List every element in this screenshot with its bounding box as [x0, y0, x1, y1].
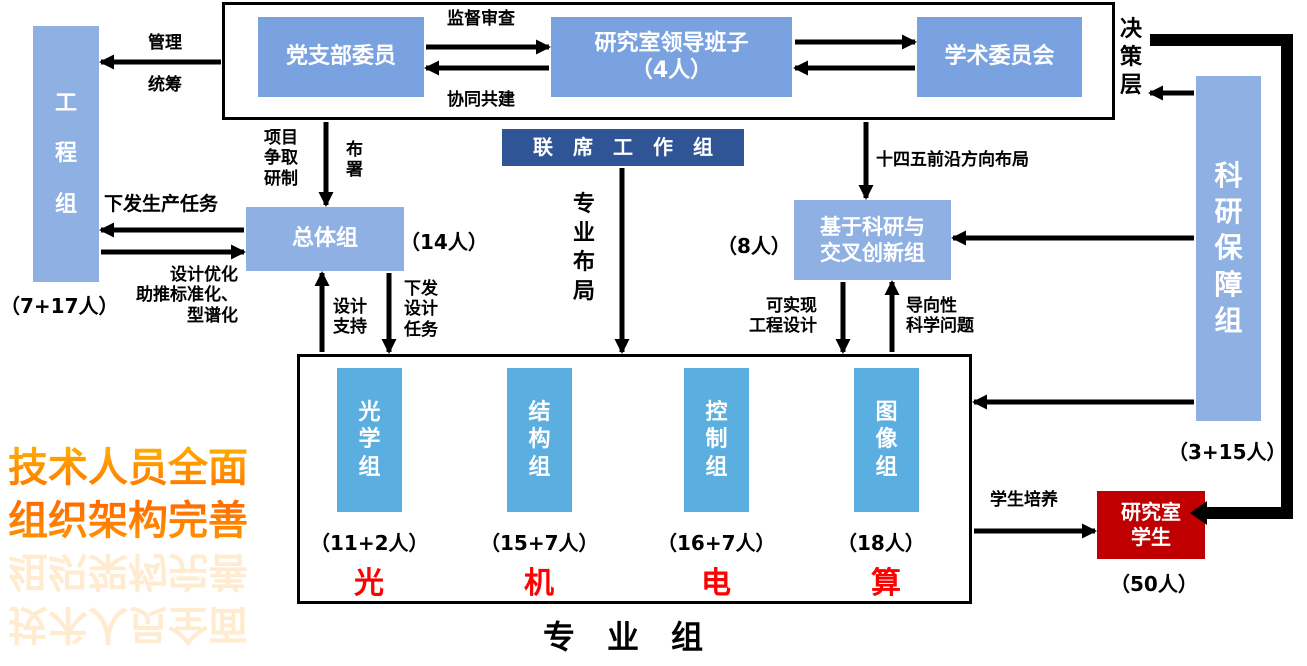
image-count: （18人）	[837, 531, 925, 555]
project-label: 项目 争取 研制	[264, 128, 298, 189]
general-group-box: 总体组	[246, 207, 404, 271]
specialty-group-frame	[297, 354, 972, 604]
optics-discipline-char: 光	[354, 566, 384, 601]
mechanics-discipline-char: 机	[524, 566, 554, 601]
general-count: （14人）	[400, 230, 488, 254]
decision-layer-frame	[222, 2, 1115, 120]
supervise-label: 监督审查	[447, 9, 515, 29]
manage-label: 管理	[148, 33, 182, 53]
leadership-team-box: 研究室领导班子 （4人）	[551, 17, 792, 97]
research-support-count: （3+15人）	[1168, 440, 1287, 464]
electrics-discipline-char: 电	[701, 566, 731, 601]
slogan-text: 技术人员全面 组织架构完善	[8, 442, 248, 548]
specialty-layout-label: 专 业 布 局	[573, 192, 596, 305]
decision-layer-label: 决 策 层	[1120, 17, 1143, 99]
party-committee-box: 党支部委员	[258, 17, 424, 97]
students-count: （50人）	[1110, 572, 1198, 596]
issue-design-label: 下发 设计 任务	[404, 279, 438, 340]
innovation-count: （8人）	[717, 234, 791, 258]
optics-group-box: 光 学 组	[337, 368, 402, 512]
control-count: （16+7人）	[657, 531, 776, 555]
image-group-box: 图 像 组	[854, 368, 919, 512]
computing-discipline-char: 算	[871, 566, 901, 601]
guided-question-label: 导向性 科学问题	[906, 296, 974, 337]
optics-count: （11+2人）	[310, 531, 429, 555]
engineering-count: （7+17人）	[0, 294, 119, 318]
cobuild-label: 协同共建	[447, 90, 515, 110]
innovation-group-box: 基于科研与 交叉创新组	[794, 200, 951, 280]
issue-tasks-label: 下发生产任务	[104, 193, 219, 215]
deploy-label: 布 署	[346, 140, 363, 181]
coordinate-label: 统筹	[148, 75, 182, 95]
student-training-label: 学生培养	[990, 490, 1058, 510]
specialty-group-title: 专 业 组	[543, 618, 704, 656]
engineering-group-box: 工 程 组	[33, 26, 99, 282]
research-support-group-box: 科 研 保 障 组	[1196, 76, 1261, 421]
structure-count: （15+7人）	[480, 531, 599, 555]
students-box: 研究室 学生	[1097, 491, 1205, 559]
design-support-label: 设计 支持	[333, 297, 367, 338]
optimize-label: 设计优化 助推标准化、 型谱化	[136, 265, 238, 326]
joint-working-group-box: 联 席 工 作 组	[502, 129, 744, 166]
control-group-box: 控 制 组	[684, 368, 749, 512]
structure-group-box: 结 构 组	[507, 368, 572, 512]
frontier-plan-label: 十四五前沿方向布局	[876, 150, 1029, 170]
feasible-design-label: 可实现 工程设计	[749, 296, 817, 337]
academic-committee-box: 学术委员会	[917, 17, 1082, 97]
